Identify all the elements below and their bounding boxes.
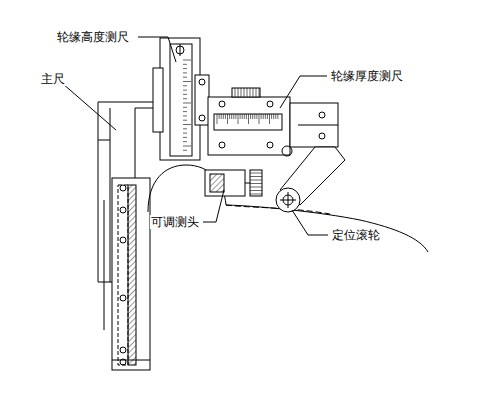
part-label: 定位滚轮 [331, 228, 381, 242]
height-scale [153, 38, 209, 160]
thickness-scale [208, 88, 338, 156]
part-label: 可调测头 [150, 215, 200, 229]
part-label: 主尺 [40, 72, 66, 86]
adjustable-probe [205, 170, 262, 196]
positioning-roller [276, 147, 345, 212]
wheel-profile [148, 165, 428, 252]
leader-lines [62, 37, 328, 235]
part-label: 轮缘高度测尺 [56, 30, 130, 44]
part-label: 轮缘厚度测尺 [330, 69, 404, 83]
